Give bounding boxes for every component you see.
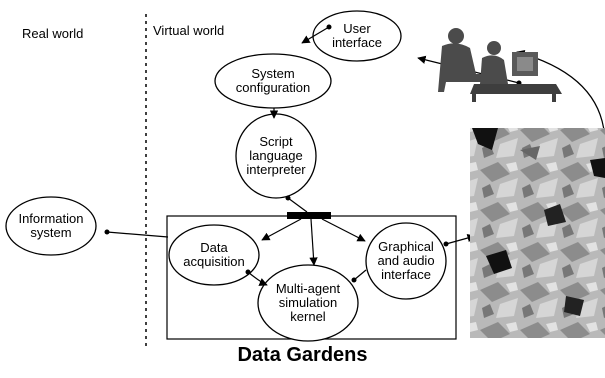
users-at-computer-picture bbox=[438, 28, 562, 102]
data-acquisition-node bbox=[168, 224, 260, 286]
virtual-garden-picture bbox=[470, 128, 605, 338]
information-system-node bbox=[5, 196, 97, 256]
diagram-title: Data Gardens bbox=[237, 344, 368, 366]
system-configuration-node bbox=[214, 53, 332, 109]
real-world-label: Real world bbox=[22, 26, 84, 41]
virtual-world-label: Virtual world bbox=[153, 23, 225, 38]
simulation-kernel-node bbox=[257, 264, 359, 342]
dispatch-bar bbox=[287, 212, 331, 219]
graphical-audio-node bbox=[365, 222, 447, 300]
